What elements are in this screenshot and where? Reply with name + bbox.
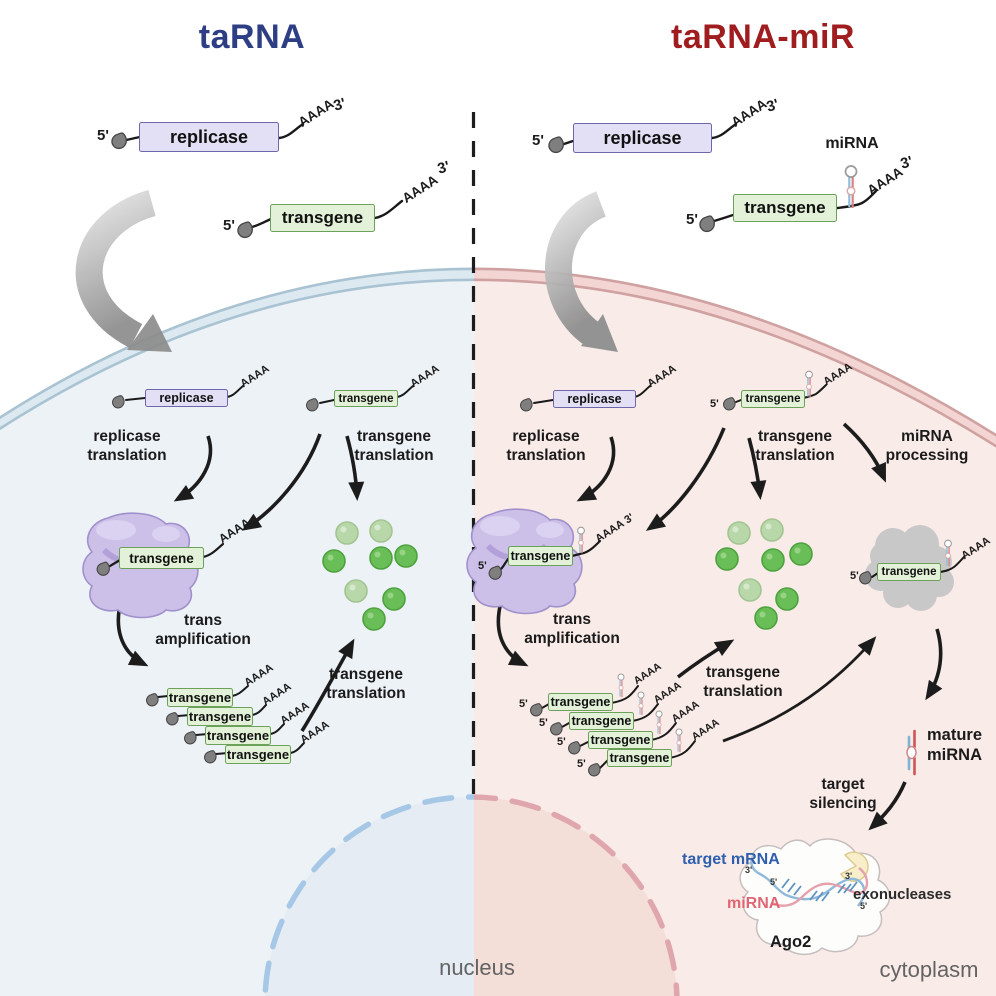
five-prime-label: 5' (478, 560, 487, 572)
transgene-translation-label: transgene translation (326, 666, 406, 702)
transgene-box: transgene (119, 547, 204, 569)
transgene-box: transgene (741, 390, 805, 408)
transgene-box: transgene (508, 546, 573, 566)
mirna-label: miRNA (825, 135, 879, 152)
panel-title-tarna-mir: taRNA-miR (671, 18, 855, 56)
panel-title-tarna: taRNA (198, 18, 306, 56)
transgene-box: transgene (334, 390, 398, 407)
target-mrna-label: target mRNA (682, 851, 780, 868)
transgene-box: transgene (270, 204, 375, 232)
transgene-box: transgene (877, 563, 941, 581)
uptake-arrow-left (75, 189, 172, 352)
transgene-box: transgene (205, 726, 271, 745)
five-prime-label: 5' (539, 717, 548, 729)
five-prime-label: 5' (686, 211, 698, 228)
mirna-strand-label: miRNA (727, 895, 781, 912)
three-prime-label: 3' (845, 871, 853, 881)
five-prime-label: 5' (710, 398, 719, 410)
replicase-translation-label: replicase translation (87, 428, 167, 464)
target-silencing-label: target silencing (809, 776, 877, 812)
target-mrna-strand (750, 857, 866, 907)
cytoplasm-label: cytoplasm (879, 957, 979, 982)
rna-strands (108, 122, 965, 769)
transgene-box: transgene (733, 194, 837, 222)
exonucleases-label: exonucleases (853, 886, 952, 903)
transgene-box: transgene (607, 749, 672, 767)
nucleus-label: nucleus (439, 955, 515, 980)
replicase-box: replicase (139, 122, 279, 152)
transgene-box: transgene (167, 688, 233, 707)
five-prime-label: 5' (519, 698, 528, 710)
five-prime-label: 5' (850, 570, 859, 582)
transgene-translation-label: transgene translation (755, 428, 835, 464)
transgene-box: transgene (569, 712, 634, 730)
mirna-processing-label: miRNA processing (885, 428, 969, 464)
replicase-box: replicase (145, 389, 228, 407)
transgene-box: transgene (588, 731, 653, 749)
five-prime-label: 5' (770, 877, 778, 887)
transgene-box: transgene (548, 693, 613, 711)
transgene-translation-label: transgene translation (703, 664, 783, 700)
five-prime-label: 5' (532, 132, 544, 149)
ago2-complex (739, 838, 891, 956)
uptake-arrow-right (545, 191, 618, 352)
transgene-translation-label: transgene translation (354, 428, 434, 464)
base-pairing-ticks (781, 878, 858, 902)
five-prime-label: 5' (223, 217, 235, 234)
five-prime-label: 5' (557, 736, 566, 748)
five-prime-label: 5' (577, 758, 586, 770)
mirna-strand (771, 867, 869, 907)
trans-amplification-label: trans amplification (524, 611, 620, 647)
mature-mirna-label: mature miRNA (927, 726, 983, 764)
three-prime-label: 3' (745, 865, 753, 875)
replicase-box: replicase (553, 390, 636, 408)
transgene-box: transgene (225, 745, 291, 764)
trans-amplification-label: trans amplification (155, 612, 251, 648)
replicase-translation-label: replicase translation (506, 428, 586, 464)
five-prime-label: 5' (860, 901, 868, 911)
five-prime-label: 5' (97, 127, 109, 144)
process-arrows-right (496, 422, 943, 831)
replicase-box: replicase (573, 123, 712, 153)
nucleus-region (262, 794, 680, 996)
cell-interior (0, 273, 996, 996)
mature-mirna-icon (906, 729, 917, 776)
transgene-box: transgene (187, 707, 253, 726)
ago2-label: Ago2 (770, 933, 812, 951)
